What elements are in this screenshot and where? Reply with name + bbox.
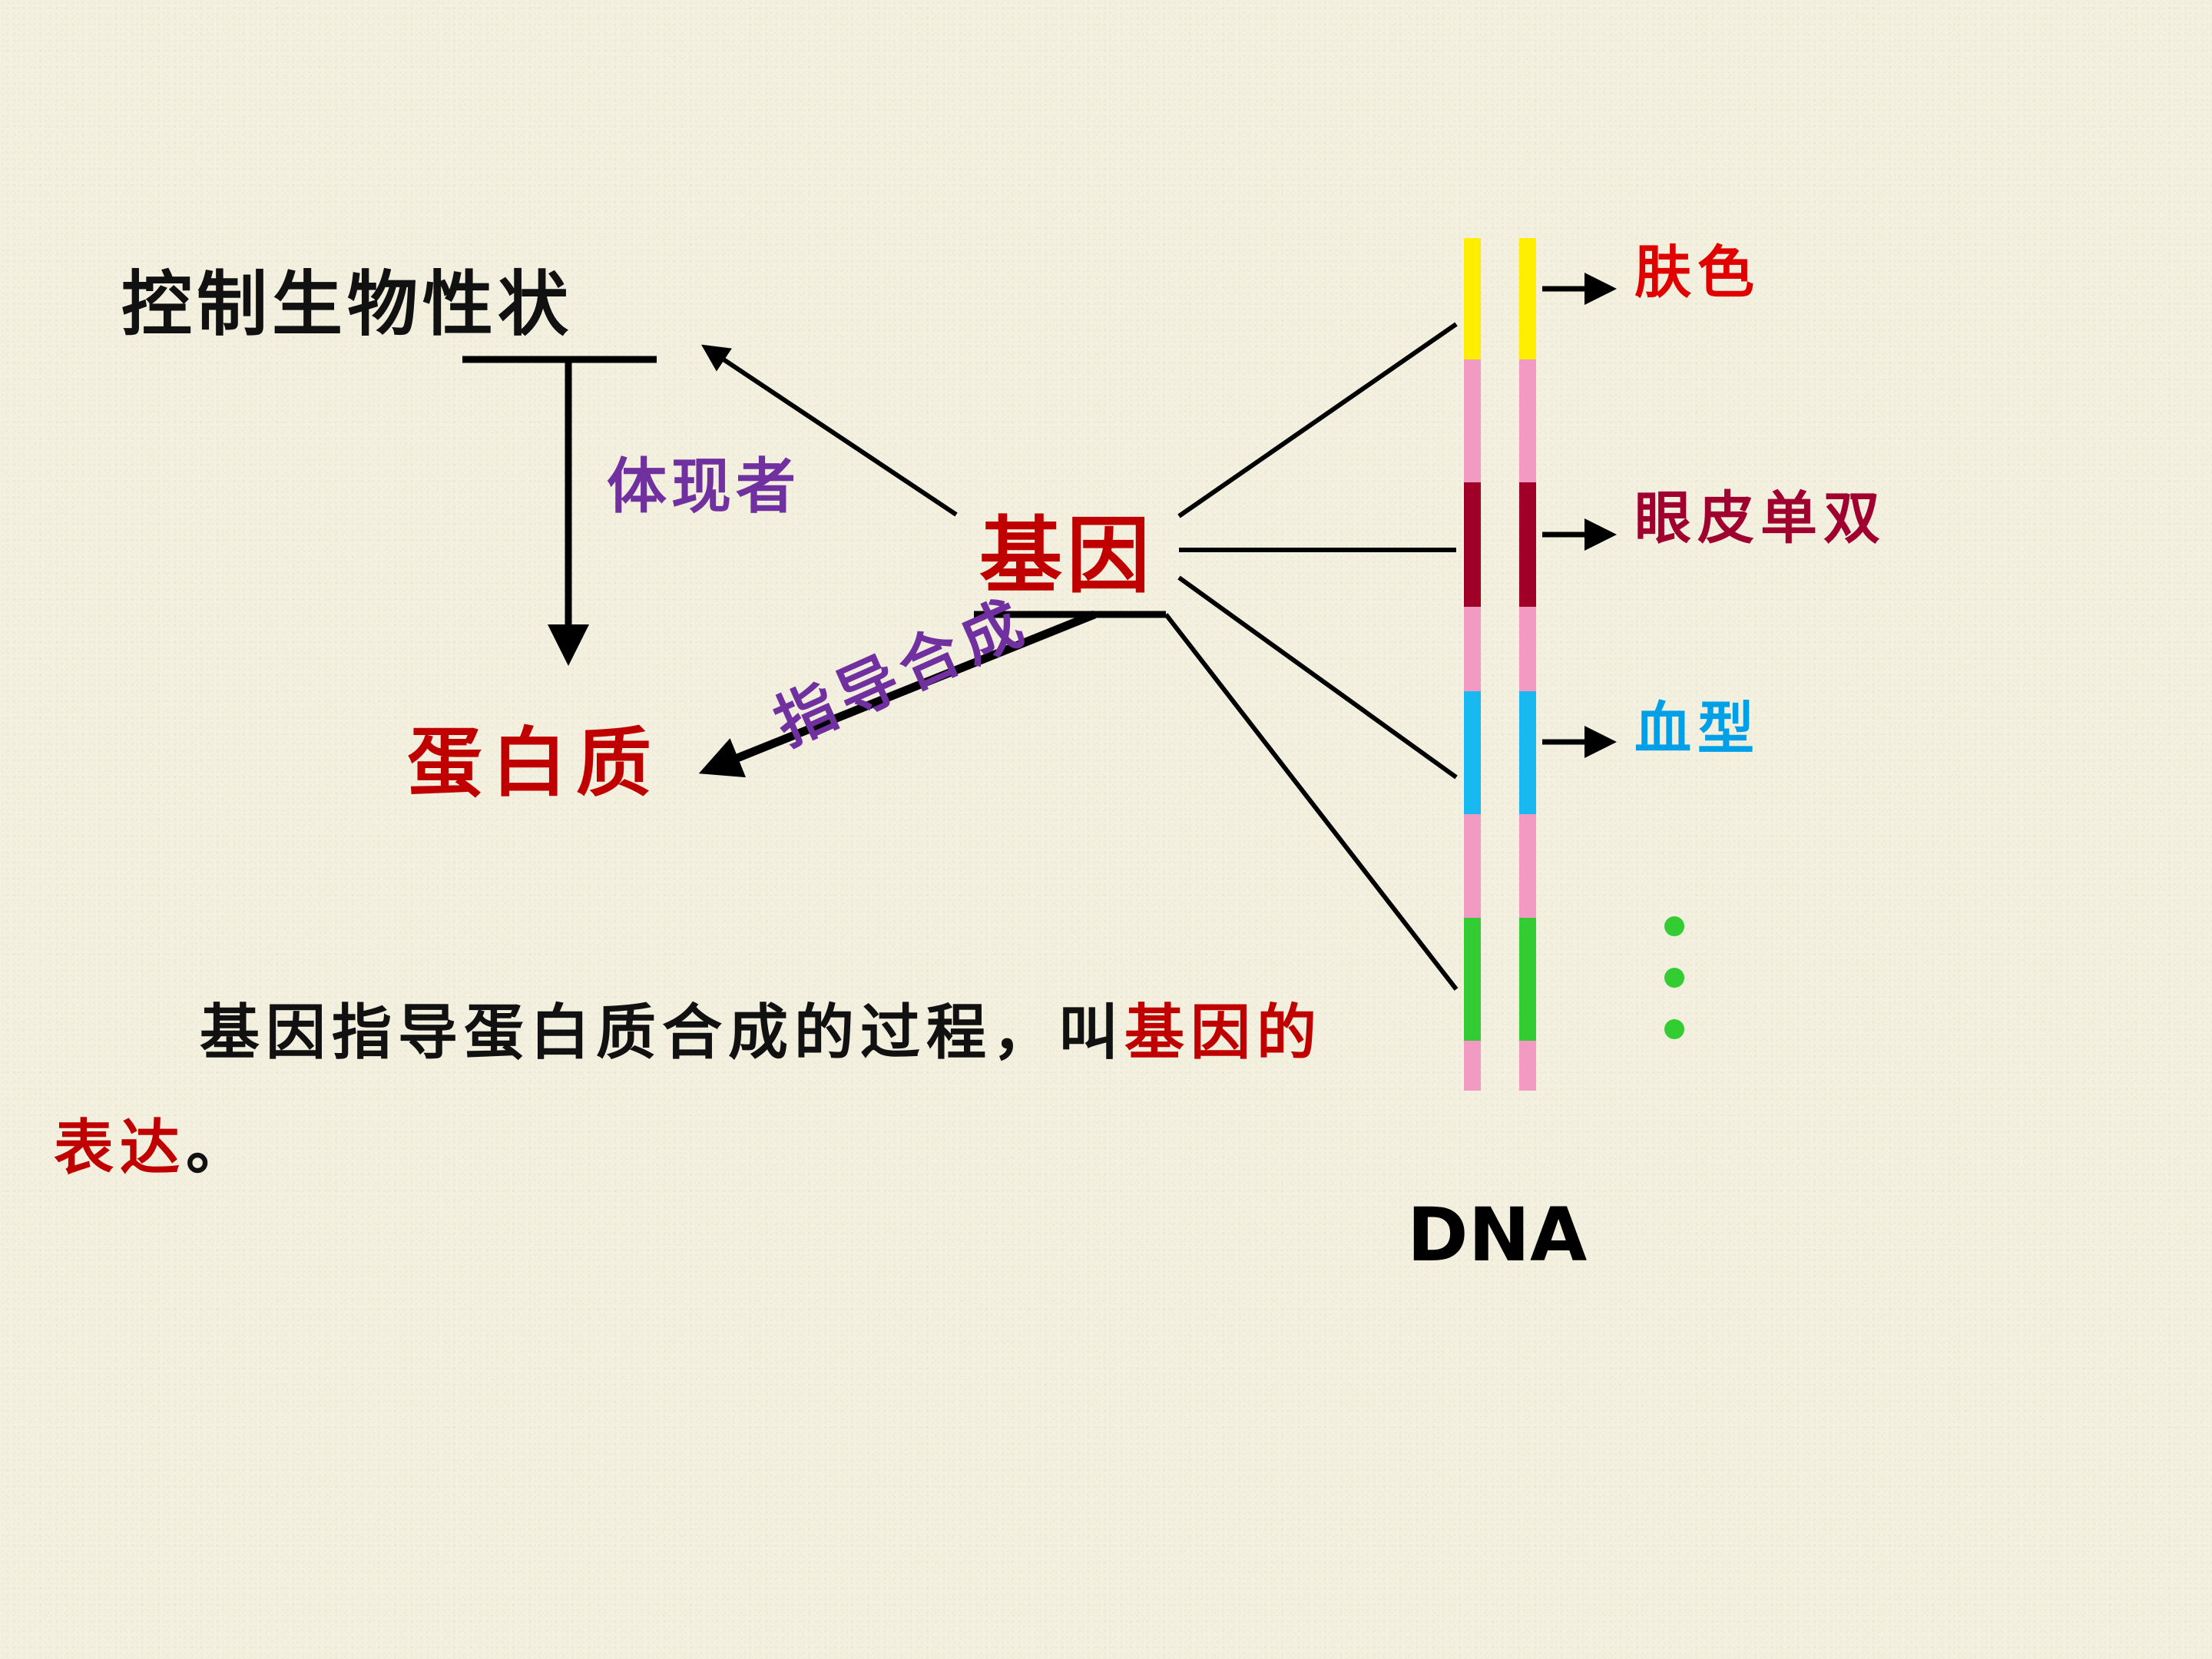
dna-segment-strand2-8 [1519, 1041, 1536, 1091]
gene-label: 基因 [979, 508, 1155, 604]
dna-segment-strand1-7 [1464, 918, 1481, 1041]
dna-segment-strand2-3 [1519, 482, 1536, 607]
dna-segment-strand2-5 [1519, 691, 1536, 814]
dna-segment-strand1-2 [1464, 359, 1481, 482]
line-gene-to-blue [1177, 575, 1458, 780]
arrow-gene-to-protein [698, 610, 1097, 778]
embodied-by-label: 体现者 [607, 452, 801, 522]
dna-label: DNA [1407, 1192, 1588, 1278]
dna-segment-strand1-5 [1464, 691, 1481, 814]
dna-segment-strand1-8 [1464, 1041, 1481, 1091]
dna-segment-strand1-3 [1464, 482, 1481, 607]
dna-segment-strand2-6 [1519, 814, 1536, 918]
ellipsis-dot [1664, 1019, 1684, 1039]
trait-eyelid: 眼皮单双 [1634, 485, 1886, 551]
ellipsis-dot [1664, 968, 1684, 988]
dna-segment-strand1-6 [1464, 814, 1481, 918]
dna-segment-strand1-4 [1464, 607, 1481, 691]
dna-segment-strand2-4 [1519, 607, 1536, 691]
dna-strands [1464, 238, 1536, 1091]
summary-body: 基因指导蛋白质合成的过程，叫 [200, 998, 1125, 1068]
trait-skin-color: 肤色 [1634, 240, 1760, 306]
protein-label: 蛋白质 [407, 719, 661, 807]
trait-blood-type: 血型 [1634, 696, 1760, 762]
dna-segment-strand2-2 [1519, 359, 1536, 482]
summary-highlight: 基因的表达 [54, 998, 1323, 1183]
arrow-gene-to-traits [701, 344, 958, 517]
summary-text: 基因指导蛋白质合成的过程，叫基因的表达。 [54, 975, 1359, 1206]
ellipsis-dot [1664, 916, 1684, 936]
ellipsis-dots [1664, 916, 1684, 1039]
dna-segment-strand2-1 [1519, 238, 1536, 359]
dna-segment-strand1-1 [1464, 238, 1481, 359]
summary-end: 。 [186, 1113, 253, 1183]
control-traits-label: 控制生物性状 [121, 263, 574, 346]
line-gene-to-yellow [1177, 322, 1458, 518]
dna-segment-strand2-7 [1519, 918, 1536, 1041]
line-gene-to-green [1164, 613, 1459, 991]
